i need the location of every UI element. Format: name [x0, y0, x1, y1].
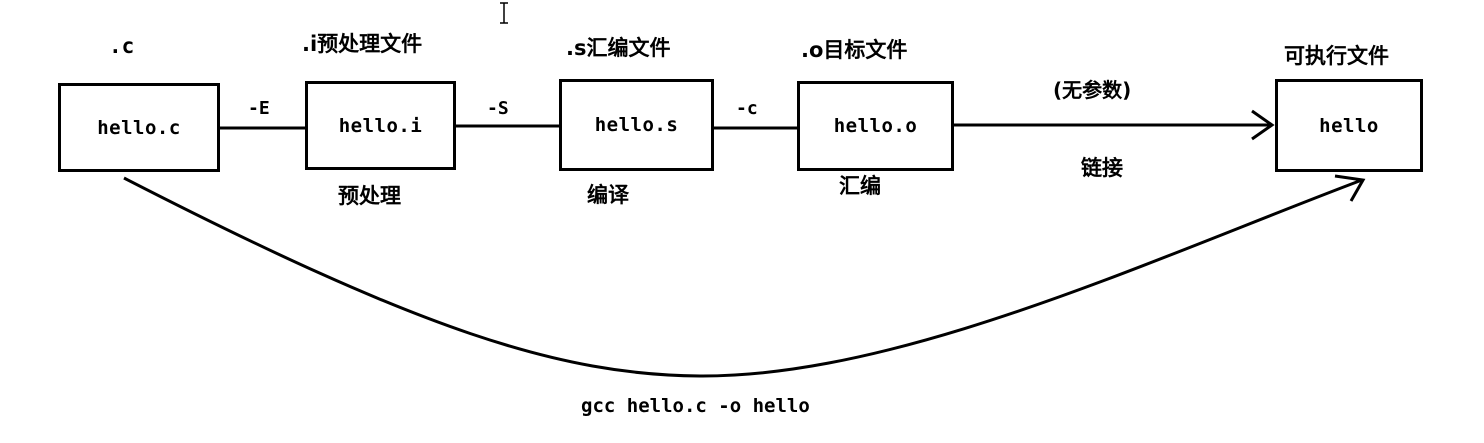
flag-link: (无参数)	[1053, 78, 1132, 102]
box-hello-c: hello.c	[58, 83, 220, 172]
gcc-command: gcc hello.c -o hello	[581, 395, 810, 417]
box-hello-o: hello.o	[797, 81, 954, 171]
label-source-type: .c	[109, 34, 135, 58]
stage-preprocess: 预处理	[338, 184, 401, 208]
box-hello-executable: hello	[1275, 79, 1423, 172]
box-hello-c-label: hello.c	[97, 116, 181, 139]
box-hello-s: hello.s	[559, 79, 714, 171]
label-assembly-type: .s汇编文件	[566, 36, 671, 60]
box-hello-i: hello.i	[305, 81, 456, 170]
text-cursor-icon	[500, 2, 508, 24]
box-hello-o-label: hello.o	[833, 115, 918, 137]
stage-assemble: 汇编	[839, 174, 881, 198]
box-hello-i-label: hello.i	[338, 114, 423, 137]
direct-compile-curve	[123, 176, 1363, 378]
label-executable-type: 可执行文件	[1284, 44, 1389, 68]
link-arrow-head	[1251, 109, 1275, 141]
flag-preprocess: -E	[248, 98, 270, 119]
stage-compile: 编译	[587, 183, 629, 207]
label-preprocessed-type: .i预处理文件	[302, 32, 423, 56]
box-hello-s-label: hello.s	[594, 114, 679, 136]
flag-compile: -S	[487, 98, 509, 119]
flag-assemble: -c	[736, 98, 758, 119]
label-object-type: .o目标文件	[801, 38, 908, 62]
direct-compile-arrow-head	[1334, 174, 1366, 202]
box-hello-executable-label: hello	[1319, 114, 1379, 137]
stage-link: 链接	[1081, 156, 1123, 180]
